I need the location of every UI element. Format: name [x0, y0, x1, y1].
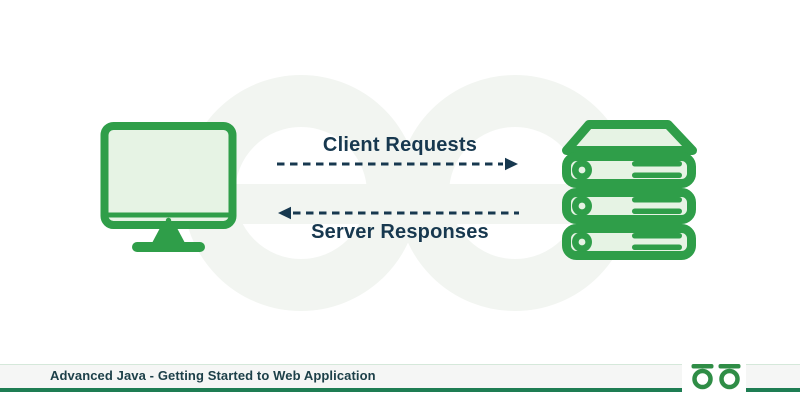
- server-unit-2: [562, 188, 696, 224]
- monitor-stand-base: [132, 242, 205, 252]
- gfg-right-g: [718, 364, 741, 390]
- server-stack-icon: [562, 120, 697, 260]
- server-response-arrow: [278, 206, 519, 220]
- arrowhead-right: [505, 157, 518, 171]
- geeksforgeeks-logo-icon: [691, 364, 741, 390]
- server-vent-bar: [632, 172, 682, 178]
- server-vent-bar: [632, 161, 682, 167]
- client-computer-icon: [100, 122, 237, 252]
- client-request-arrow: [277, 157, 518, 171]
- server-unit-3: [562, 224, 696, 260]
- monitor-button-dot: [165, 217, 172, 224]
- server-vent-bar: [632, 208, 682, 214]
- request-response-arrows: [277, 157, 519, 220]
- server-vent-bar: [632, 197, 682, 203]
- server-vent-bar: [632, 233, 682, 239]
- geeksforgeeks-logo: [682, 354, 746, 400]
- footer-band: Advanced Java - Getting Started to Web A…: [0, 364, 800, 392]
- gfg-left-g: [691, 364, 714, 390]
- monitor-stand-neck: [152, 228, 185, 243]
- server-top-panel: [562, 120, 697, 155]
- arrowhead-left: [278, 206, 291, 220]
- monitor-screen: [100, 122, 237, 229]
- server-responses-label: Server Responses: [311, 221, 489, 243]
- client-requests-label: Client Requests: [322, 134, 478, 156]
- server-unit-1: [562, 152, 696, 188]
- footer-caption: Advanced Java - Getting Started to Web A…: [50, 368, 376, 383]
- server-vent-bar: [632, 244, 682, 250]
